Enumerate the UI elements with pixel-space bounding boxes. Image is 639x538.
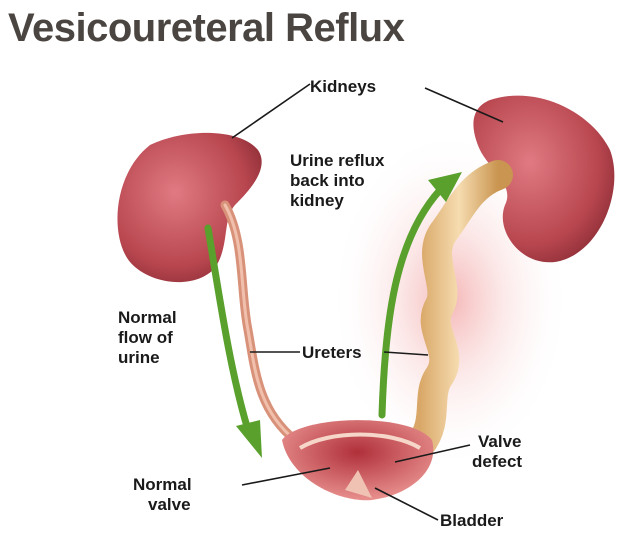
label-ureters: Ureters [302,343,362,362]
label-reflux-line-1: Urine reflux [290,151,385,170]
normal-flow-arrow [204,224,252,434]
left-ureter [220,200,300,445]
label-kidneys: Kidneys [310,77,376,96]
right-ureter-dilated [405,160,513,460]
label-valve-defect-line-1: Valve [478,432,522,451]
label-normal-valve-line-1: Normal [133,475,192,494]
label-normal-valve-line-2: valve [148,495,191,514]
label-normal-flow-line-3: urine [118,348,160,367]
right-kidney [473,95,615,263]
label-reflux-line-3: kidney [290,191,344,210]
reflux-arrow [378,186,444,419]
left-kidney [117,132,262,283]
label-valve-defect-line-2: defect [472,452,522,471]
page-title: Vesicoureteral Reflux [8,6,405,50]
label-bladder: Bladder [440,511,504,530]
label-normal-flow-line-2: flow of [118,328,173,347]
label-normal-flow-line-1: Normal [118,308,177,327]
label-reflux-line-2: back into [290,171,365,190]
